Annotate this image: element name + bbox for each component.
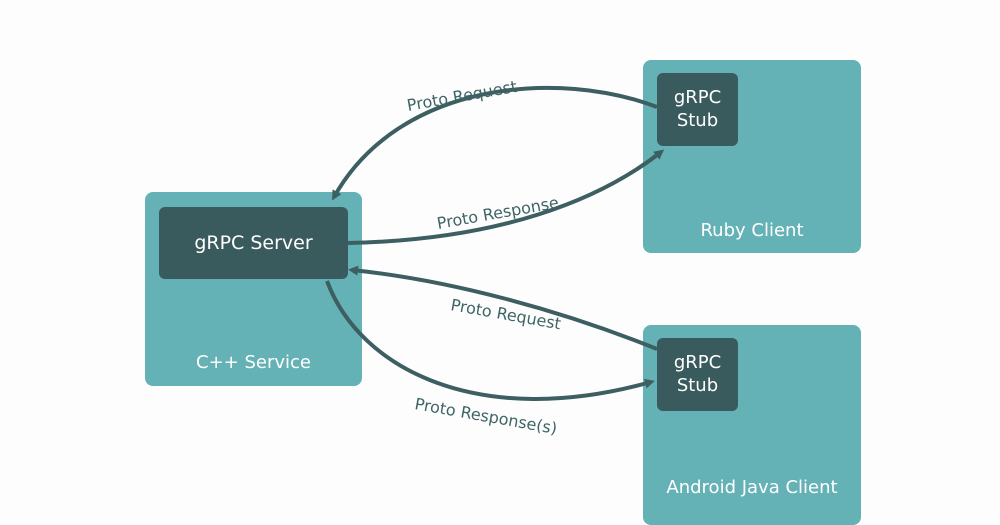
ruby-request-arrow bbox=[332, 85, 658, 201]
android-request-arrow bbox=[348, 265, 658, 351]
grpc-server-label: gRPC Server bbox=[194, 232, 313, 254]
cpp-service-label: C++ Service bbox=[196, 352, 311, 373]
grpc-server-box: gRPC Server bbox=[159, 207, 348, 279]
android-stub-line1: gRPC bbox=[673, 352, 722, 373]
connection-arrows: Proto Request Proto Response Proto Reque… bbox=[325, 77, 665, 438]
android-grpc-stub-box: gRPC Stub bbox=[657, 338, 738, 411]
ruby-client-label: Ruby Client bbox=[700, 220, 804, 241]
android-stub-line2: Stub bbox=[676, 374, 719, 396]
ruby-stub-line1: gRPC bbox=[673, 87, 722, 108]
ruby-request-label: Proto Request bbox=[405, 77, 518, 115]
ruby-grpc-stub-box: gRPC Stub bbox=[657, 73, 738, 146]
android-response-arrow bbox=[325, 280, 655, 401]
ruby-response-arrow bbox=[347, 149, 665, 245]
ruby-stub-line2: Stub bbox=[676, 109, 719, 131]
